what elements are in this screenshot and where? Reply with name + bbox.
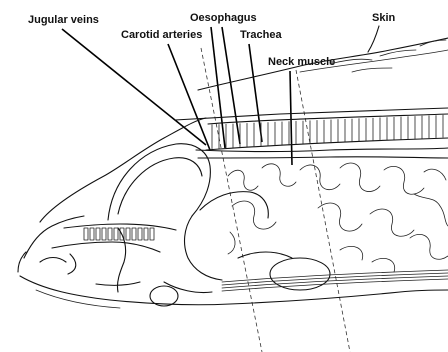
vertebrae-bottom: [206, 138, 448, 150]
muscle-bundle-5: [384, 166, 424, 194]
jaw-lower-contour: [36, 290, 120, 308]
label-neck-muscle: Neck muscle: [268, 56, 335, 68]
hyoid-bone: [150, 286, 178, 306]
tooth: [132, 228, 136, 240]
muscle-bundle-7: [232, 201, 276, 229]
spinal-cord-line-lower: [198, 157, 448, 158]
muscle-bundle-13: [228, 232, 235, 254]
lip: [40, 258, 66, 263]
skull: [40, 144, 210, 292]
pharynx: [150, 192, 330, 306]
muscle-bundle-11: [340, 246, 363, 260]
tooth: [96, 228, 100, 240]
tooth: [108, 228, 112, 240]
muscle-bundle-9: [370, 209, 414, 236]
snout-upper: [24, 216, 84, 258]
muscle-bundle-8: [318, 203, 362, 231]
brain-outline: [118, 158, 202, 214]
head-dorsal-contour: [40, 118, 206, 222]
snout-tip: [18, 252, 26, 272]
vertebral-column: [196, 114, 448, 158]
lower-tooth: [68, 254, 76, 274]
body-outline: [18, 38, 448, 308]
tooth: [150, 228, 154, 240]
larynx-lower: [238, 252, 292, 258]
skull-vault: [108, 144, 210, 220]
skin-pointer: [368, 26, 379, 52]
label-carotid-arteries: Carotid arteries: [121, 29, 202, 41]
tooth: [90, 228, 94, 240]
pharynx-wall: [185, 216, 222, 280]
muscle-bundle-10: [410, 234, 448, 259]
carotid-arteries-pointer: [168, 44, 210, 150]
label-skin: Skin: [372, 12, 396, 24]
neck-muscles: [228, 163, 448, 272]
muscle-bundle-6: [424, 169, 446, 180]
neck-dorsal-contour: [175, 108, 448, 120]
oesophagus-pointer-1: [211, 27, 225, 148]
muscle-bundle-1: [228, 170, 258, 190]
tooth: [114, 228, 118, 240]
muscle-bundle-2: [262, 164, 296, 186]
trachea-pointer: [249, 44, 262, 142]
section-lines: [201, 48, 350, 352]
label-oesophagus: Oesophagus: [190, 12, 257, 24]
fur-sketch: [330, 40, 446, 72]
fur-stroke-4: [352, 68, 392, 72]
vertebrae-stripes: [212, 115, 443, 149]
tooth: [102, 228, 106, 240]
muscle-bundle-14: [414, 194, 448, 226]
tooth: [126, 228, 130, 240]
jaw-line: [52, 242, 160, 252]
label-jugular-veins: Jugular veins: [28, 14, 99, 26]
label-trachea: Trachea: [240, 29, 282, 41]
tooth: [144, 228, 148, 240]
fur-stroke-1: [330, 59, 372, 64]
tooth: [84, 228, 88, 240]
tooth: [138, 228, 142, 240]
oesophagus-pointer-2: [222, 27, 240, 144]
muscle-bundle-4: [340, 163, 380, 192]
muscle-bundle-12: [372, 258, 395, 272]
vertebrae-top: [208, 114, 448, 124]
muscle-bundle-3: [300, 165, 340, 190]
